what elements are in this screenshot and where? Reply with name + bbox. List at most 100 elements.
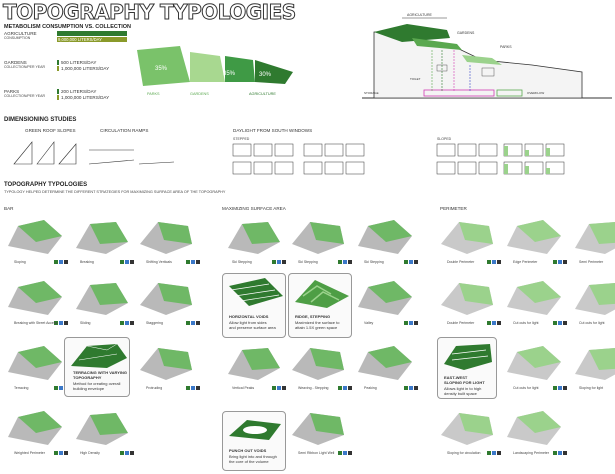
water-drop-icon	[125, 451, 129, 455]
horizontal-title: HORIZONTAL VOIDS	[229, 314, 269, 319]
bars-icon	[348, 260, 352, 264]
water-drop-icon	[558, 451, 562, 455]
bars-icon	[563, 386, 567, 390]
east-west-model	[444, 344, 492, 370]
typology-label: Edge Perimeter	[513, 260, 538, 264]
typology-thumb	[507, 346, 561, 380]
bars-icon	[130, 451, 134, 455]
typology-label: Sloping	[14, 260, 26, 264]
plant-icon	[487, 451, 491, 455]
typology-thumb	[358, 346, 412, 380]
plant-icon	[54, 321, 58, 325]
typology-thumb	[575, 348, 615, 380]
horizontal-desc: Allow light from sides	[229, 320, 267, 325]
typology-thumb	[358, 281, 412, 315]
section-agriculture-label: AGRICULTURE	[407, 13, 432, 17]
gardens-label: GARDENS	[4, 60, 27, 65]
bars-icon	[348, 451, 352, 455]
daylight-heading: DAYLIGHT FROM SOUTH WINDOWS	[233, 128, 313, 133]
water-drop-icon	[59, 260, 63, 264]
water-drop-icon	[492, 451, 496, 455]
bars-icon	[196, 321, 200, 325]
water-drop-icon	[125, 321, 129, 325]
water-drop-icon	[343, 260, 347, 264]
typology-label: Shifting Verticals	[146, 260, 172, 264]
green-roof-surface	[242, 222, 280, 244]
water-drop-icon	[125, 260, 129, 264]
green-roof-surface	[589, 283, 615, 305]
group-perimeter-heading: PERIMETER	[440, 206, 467, 211]
water-drop-icon	[409, 321, 413, 325]
dimensioning-heading: DIMENSIONING STUDIES	[4, 117, 77, 123]
water-drop-icon	[558, 386, 562, 390]
bars-icon	[497, 321, 501, 325]
punch-out-card: PUNCH OUT VOIDS Bring light into and thr…	[222, 411, 286, 471]
plant-icon	[338, 260, 342, 264]
typology-label: Sloping for circulation	[447, 451, 481, 455]
water-drop-icon	[277, 260, 281, 264]
parks-caption: PARKS	[147, 92, 160, 96]
gardens-value: 500 LITERS/DAY	[61, 60, 97, 65]
typology-thumb	[140, 222, 192, 254]
typology-thumb	[76, 283, 128, 315]
typology-thumb	[507, 411, 561, 445]
gardens-bar-2	[57, 66, 59, 71]
plant-icon	[404, 386, 408, 390]
horizontal-desc-2: and preserve surface area	[229, 325, 276, 330]
typology-thumb	[292, 348, 344, 380]
green-roof-surface	[90, 413, 128, 435]
bars-icon	[196, 260, 200, 264]
water-drop-icon	[492, 321, 496, 325]
water-drop-icon	[409, 260, 413, 264]
typology-label: Breaking with Street Access	[14, 321, 58, 325]
typology-thumb	[8, 411, 62, 445]
typology-label: Cut outs for light	[579, 321, 605, 325]
agriculture-bar-1	[57, 31, 127, 36]
bars-icon	[414, 386, 418, 390]
bars-icon	[414, 260, 418, 264]
gardens-sub: COLLECTION/PER YEAR	[4, 65, 45, 69]
typology-thumb	[441, 283, 493, 315]
typology-thumb	[575, 283, 615, 315]
water-drop-icon	[343, 451, 347, 455]
typology-thumb	[76, 413, 128, 445]
green-roof-surface	[459, 222, 493, 244]
typology-label: Sloping for light	[579, 386, 604, 390]
typology-thumb	[358, 220, 412, 254]
eastwest-desc: Allows light in to high	[444, 386, 482, 391]
typology-thumb	[8, 220, 62, 254]
green-roof-surface	[158, 283, 192, 305]
plant-icon	[404, 260, 408, 264]
gardens-bar-1	[57, 60, 59, 65]
green-roof-surface	[310, 413, 344, 435]
typology-label: Double Perimeter	[447, 321, 475, 325]
green-roof-surface	[517, 411, 561, 433]
water-drop-icon	[343, 386, 347, 390]
plant-icon	[272, 386, 276, 390]
plant-icon	[338, 451, 342, 455]
typology-thumb	[76, 222, 128, 254]
typology-thumb	[292, 222, 344, 254]
agriculture-roof	[374, 24, 450, 42]
typologies-heading: TOPOGRAPHY TYPOLOGIES	[4, 182, 88, 188]
typology-label: Sliding	[80, 321, 91, 325]
water-drop-icon	[277, 386, 281, 390]
green-roof-surface	[310, 348, 344, 370]
water-drop-icon	[191, 386, 195, 390]
storage-label: STORAGE	[364, 91, 379, 95]
agriculture-value: 9,000,000 LITERS/DAY	[58, 37, 102, 42]
green-roof-surface	[18, 281, 62, 303]
east-west-card: EAST-WEST SLOPING FOR LIGHT Allows light…	[437, 337, 497, 399]
green-roof-surface	[517, 281, 561, 303]
typology-thumb	[575, 222, 615, 254]
bars-icon	[64, 260, 68, 264]
green-roof-surface	[18, 411, 62, 433]
typology-thumb	[507, 220, 561, 254]
terracing-model	[71, 343, 127, 368]
agriculture-bar-2	[57, 37, 127, 42]
bars-icon	[64, 451, 68, 455]
typology-label: Protruding	[146, 386, 163, 390]
typology-label: Cut outs for light	[513, 386, 539, 390]
plant-icon	[553, 321, 557, 325]
green-roof-surface	[589, 348, 615, 370]
